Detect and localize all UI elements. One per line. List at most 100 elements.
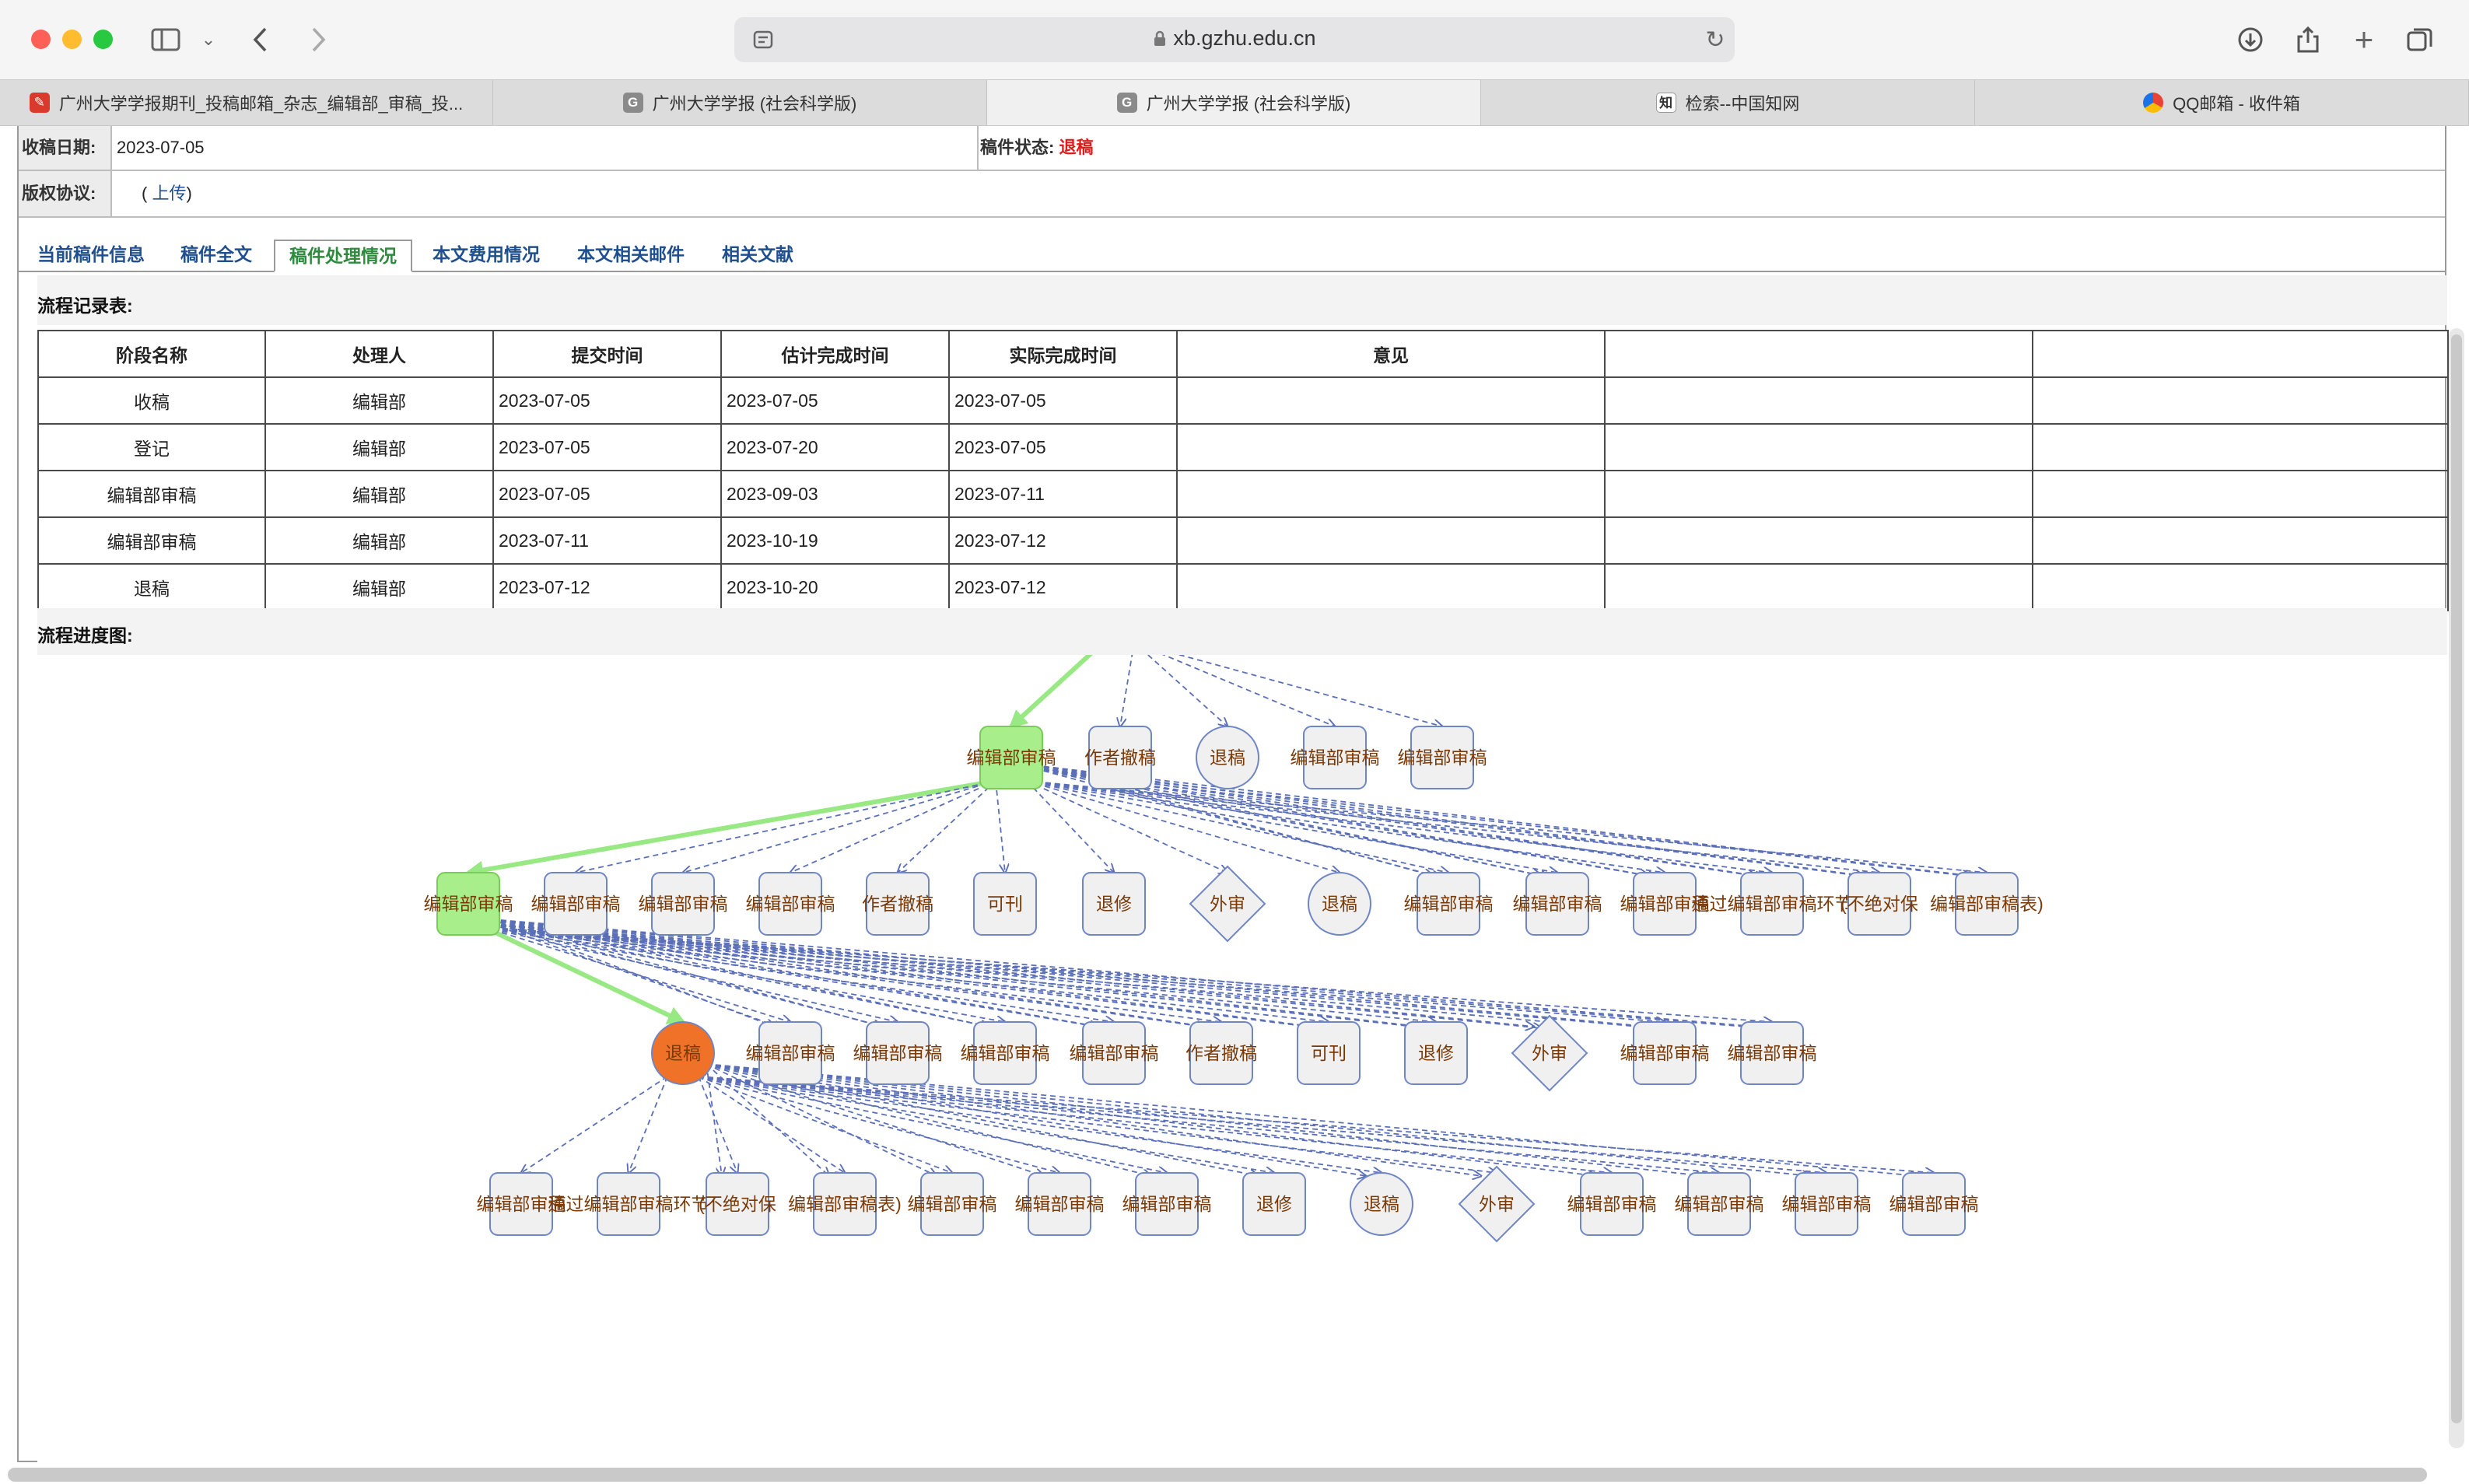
flow-node-rect: 可刊	[1297, 1021, 1361, 1085]
forward-icon[interactable]	[300, 22, 336, 58]
process-title-bar	[37, 275, 2447, 325]
table-cell: 2023-10-19	[720, 516, 950, 565]
table-cell: 编辑部	[264, 563, 494, 611]
flow-node-label: 作者撤稿	[1185, 1043, 1257, 1063]
copyright-row: 版权协议: ( 上传)	[19, 171, 2445, 218]
flow-node-label: 编辑部审稿	[1728, 1043, 1817, 1063]
table-cell: 2023-10-20	[720, 563, 950, 611]
flow-node-rect: 编辑部审稿	[1620, 872, 1710, 936]
flow-node-rect: 编辑部审稿表)	[1930, 872, 2043, 936]
flow-option-arrow	[483, 926, 790, 1022]
browser-tab-gzhu-1[interactable]: G 广州大学学报 (社会科学版)	[493, 80, 987, 125]
flow-node-shape	[866, 1021, 930, 1085]
browser-toolbar: ⌄ xb.gzhu.edu.cn ↻ +	[0, 0, 2469, 79]
flow-option-arrow	[1026, 780, 1557, 873]
table-cell: 2023-07-05	[720, 376, 950, 425]
flow-node-rect: 可刊	[973, 872, 1037, 936]
table-cell: 2023-07-12	[948, 563, 1178, 611]
tab-current-info[interactable]: 当前稿件信息	[37, 244, 145, 264]
copyright-prefix: (	[142, 184, 148, 203]
browser-tab-journal[interactable]: ✎ 广州大学学报期刊_投稿邮箱_杂志_编辑部_审稿_投...	[0, 80, 493, 125]
new-tab-icon[interactable]: +	[2354, 21, 2374, 58]
flow-option-arrow	[1034, 765, 1756, 876]
column-header: 阶段名称	[37, 330, 266, 378]
browser-tab-gzhu-2[interactable]: G 广州大学学报 (社会科学版)	[987, 80, 1481, 125]
flow-option-arrow	[1026, 780, 1448, 873]
address-bar[interactable]: xb.gzhu.edu.cn ↻	[734, 17, 1735, 62]
flow-option-arrow	[698, 1076, 1497, 1173]
tab-references[interactable]: 相关文献	[722, 244, 793, 264]
flow-option-arrow	[1034, 768, 1979, 877]
flow-option-arrow	[491, 923, 1106, 1028]
flow-node-shape	[1458, 1165, 1536, 1243]
tab-fees[interactable]: 本文费用情况	[433, 244, 540, 264]
flow-node-shape	[544, 872, 608, 936]
sidebar-icon[interactable]	[148, 22, 184, 58]
flow-option-arrow	[1034, 765, 1971, 876]
flow-node-circle: 退稿	[1350, 1172, 1413, 1236]
copyright-suffix: )	[186, 184, 192, 203]
close-window-button[interactable]	[31, 30, 51, 49]
flow-node-rect: 编辑部审稿	[1404, 872, 1494, 936]
flow-node-label: 编辑部审稿	[1782, 1194, 1872, 1214]
flow-node-circle: 退稿	[651, 1021, 715, 1085]
vertical-scrollbar-thumb[interactable]	[2451, 334, 2462, 1423]
downloads-icon[interactable]	[2233, 22, 2268, 58]
tab-processing[interactable]: 稿件处理情况	[274, 240, 412, 272]
flow-node-rect: (不绝对保	[699, 1172, 776, 1236]
flow-node-label: 退修	[1418, 1043, 1454, 1063]
tab-fulltext[interactable]: 稿件全文	[180, 244, 252, 264]
flow-node-rect: 编辑部审稿	[853, 1021, 943, 1085]
flow-node-diamond: 外审	[1458, 1165, 1536, 1243]
flow-option-arrow	[683, 780, 996, 873]
flow-node-label: 编辑部审稿	[853, 1043, 943, 1063]
chevron-down-icon[interactable]: ⌄	[201, 30, 216, 49]
flow-node-circle: 退稿	[1196, 726, 1259, 789]
flow-node-shape	[1740, 1021, 1804, 1085]
flow-option-arrow	[491, 923, 1213, 1028]
page-menu-icon[interactable]	[745, 22, 781, 58]
flow-option-arrow	[491, 923, 783, 1028]
upload-link[interactable]: 上传	[152, 184, 187, 203]
flow-node-label: 编辑部审稿	[746, 1043, 835, 1063]
flow-node-rect: 编辑部审稿	[967, 726, 1056, 789]
table-cell: 退稿	[37, 563, 266, 611]
flow-node-label: (不绝对保	[1840, 894, 1918, 914]
reload-icon[interactable]: ↻	[1705, 26, 1725, 53]
flow-node-shape	[1196, 726, 1259, 789]
flow-node-rect: 编辑部审稿表)	[788, 1172, 902, 1236]
tab-title: QQ邮箱 - 收件箱	[2173, 94, 2300, 114]
back-icon[interactable]	[243, 22, 278, 58]
tab-overview-icon[interactable]	[2402, 22, 2438, 58]
flow-node-rect: 编辑部审稿	[961, 1021, 1050, 1085]
flow-option-arrow	[491, 919, 989, 1027]
column-header: 估计完成时间	[720, 330, 950, 378]
flow-option-arrow	[491, 923, 1542, 1028]
flow-option-arrow	[995, 780, 1005, 873]
browser-tab-qqmail[interactable]: QQ邮箱 - 收件箱	[1975, 80, 2469, 125]
flow-node-rect: 退修	[1082, 872, 1146, 936]
flow-node-shape	[489, 1172, 553, 1236]
manuscript-panel: 收稿日期: 2023-07-05 稿件状态: 退稿 版权协议: ( 上传) 当前…	[17, 126, 2449, 1462]
flow-node-label: 编辑部审稿	[1675, 1194, 1764, 1214]
cnki-favicon-icon: 知	[1655, 93, 1676, 113]
flow-option-arrow	[483, 926, 1329, 1022]
flow-option-arrow	[698, 1076, 1934, 1173]
minimize-window-button[interactable]	[62, 30, 82, 49]
browser-tab-cnki[interactable]: 知 检索--中国知网	[1481, 80, 1975, 125]
share-icon[interactable]	[2290, 22, 2326, 58]
tab-emails[interactable]: 本文相关邮件	[577, 244, 685, 264]
flow-option-arrow	[576, 780, 996, 873]
flow-option-arrow	[491, 923, 1657, 1028]
flow-node-label: 通过编辑部审稿环节	[548, 1194, 709, 1214]
flow-node-rect: 编辑部审稿	[1291, 726, 1380, 789]
maximize-window-button[interactable]	[93, 30, 113, 49]
flow-node-label: 编辑部审稿	[1889, 1194, 1979, 1214]
flow-option-arrow	[491, 919, 1756, 1027]
table-cell: 2023-07-05	[948, 376, 1178, 425]
flow-node-shape	[866, 872, 930, 936]
horizontal-scrollbar[interactable]	[8, 1468, 2427, 1482]
flow-option-arrow	[790, 780, 996, 873]
